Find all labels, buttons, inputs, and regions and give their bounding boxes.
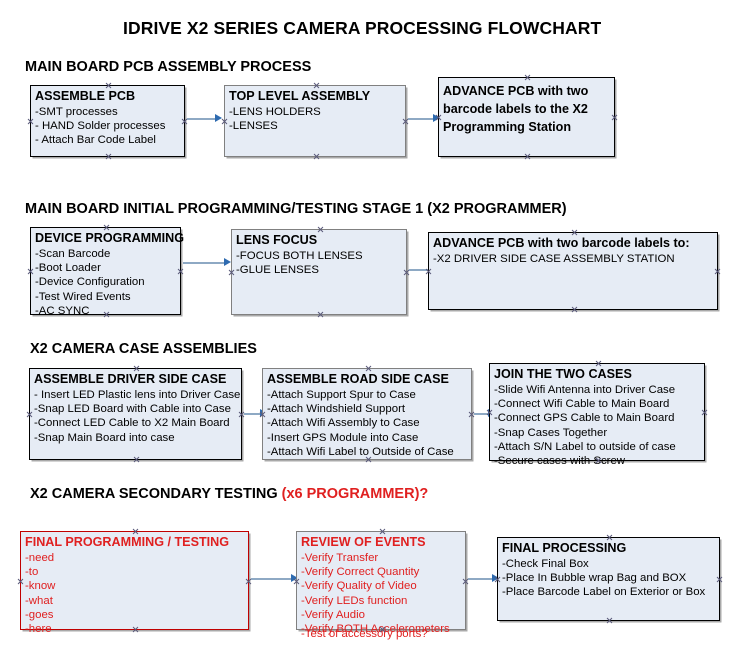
box-line: -Insert GPS Module into Case xyxy=(267,431,419,444)
section-heading-accent: (x6 PROGRAMMER)? xyxy=(281,486,429,502)
box-line: -Connect Wifi Cable to Main Board xyxy=(494,398,670,411)
box-line: -Attach Support Spur to Case xyxy=(267,389,416,401)
box-line: - Attach Bar Code Label xyxy=(35,134,156,147)
flow-box-lens-focus[interactable]: LENS FOCUS -FOCUS BOTH LENSES -GLUE LENS… xyxy=(231,229,407,315)
section-heading-x2-camera-secondary-testing: X2 CAMERA SECONDARY TESTING (x6 PROGRAMM… xyxy=(30,486,428,502)
arrow-top-level-to-advance-pcb xyxy=(408,114,440,123)
box-line: -SMT processes xyxy=(35,106,118,118)
box-line: -Device Configuration xyxy=(35,276,145,289)
box-overflow-line: -Test of accessory ports? xyxy=(301,628,428,640)
box-line: -Snap LED Board with Cable into Case xyxy=(34,403,231,416)
box-line: -Attach Windshield Support xyxy=(267,403,406,416)
box-line: -Verify Audio xyxy=(301,608,365,621)
box-line: -what xyxy=(25,594,53,607)
box-line: -Test Wired Events xyxy=(35,290,131,303)
box-line: -Attach S/N Label to outside of case xyxy=(494,440,676,453)
connection-handle-bottom xyxy=(606,617,613,624)
box-line: -Snap Main Board into case xyxy=(34,431,175,444)
box-heading: ASSEMBLE PCB xyxy=(35,89,136,103)
box-line: -here xyxy=(25,623,52,636)
box-line: -FOCUS BOTH LENSES xyxy=(236,250,363,262)
box-line: -LENSES xyxy=(229,120,278,133)
box-line: -Scan Barcode xyxy=(35,248,111,260)
flow-box-top-level-assembly[interactable]: TOP LEVEL ASSEMBLY -LENS HOLDERS -LENSES xyxy=(224,85,406,157)
connection-handle-bottom xyxy=(105,153,112,160)
arrow-review-of-events-to-final-processing xyxy=(468,574,500,583)
box-line: -GLUE LENSES xyxy=(236,264,319,277)
section-heading-main-board-initial-programming: MAIN BOARD INITIAL PROGRAMMING/TESTING S… xyxy=(25,201,567,217)
box-line: -Verify Transfer xyxy=(301,552,379,564)
box-line: -X2 DRIVER SIDE CASE ASSEMBLY STATION xyxy=(433,253,675,265)
box-line: -need xyxy=(25,552,55,564)
flow-box-assemble-road-side-case[interactable]: ASSEMBLE ROAD SIDE CASE -Attach Support … xyxy=(262,368,472,460)
box-line: -Place Barcode Label on Exterior or Box xyxy=(502,586,706,599)
flow-box-device-programming[interactable]: DEVICE PROGRAMMING -Scan Barcode -Boot L… xyxy=(30,227,185,317)
flow-box-join-the-two-cases[interactable]: JOIN THE TWO CASES -Slide Wifi Antenna i… xyxy=(489,363,705,467)
box-line: -Connect GPS Cable to Main Board xyxy=(494,412,675,425)
connection-handle-bottom xyxy=(571,306,578,313)
section-heading-text: X2 CAMERA SECONDARY TESTING xyxy=(30,486,282,502)
box-heading: ASSEMBLE ROAD SIDE CASE xyxy=(267,372,449,386)
box-heading: ADVANCE PCB with two barcode labels to t… xyxy=(443,84,589,134)
arrow-device-programming-to-lens-focus xyxy=(183,258,233,267)
box-line: - HAND Solder processes xyxy=(35,120,166,133)
section-heading-main-board-pcb-assembly: MAIN BOARD PCB ASSEMBLY PROCESS xyxy=(25,59,312,75)
connection-handle-right xyxy=(714,268,721,275)
box-heading: TOP LEVEL ASSEMBLY xyxy=(229,89,371,103)
box-line: - Insert LED Plastic lens into Driver Ca… xyxy=(34,389,241,401)
box-line: -Verify BOTH Accelerometers xyxy=(301,623,450,636)
box-line: -Verify LEDs function xyxy=(301,594,408,607)
box-line: -LENS HOLDERS xyxy=(229,106,321,118)
flow-box-final-programming-testing[interactable]: FINAL PROGRAMMING / TESTING -need -to -k… xyxy=(20,531,249,635)
connection-handle-bottom xyxy=(313,153,320,160)
box-line: -Slide Wifi Antenna into Driver Case xyxy=(494,384,676,396)
box-line: -Verify Correct Quantity xyxy=(301,566,420,579)
page-title: IDRIVE X2 SERIES CAMERA PROCESSING FLOWC… xyxy=(123,18,602,38)
box-line: -Check Final Box xyxy=(502,558,589,570)
box-heading: LENS FOCUS xyxy=(236,233,318,247)
connection-handle-bottom xyxy=(524,153,531,160)
flow-box-assemble-driver-side-case[interactable]: ASSEMBLE DRIVER SIDE CASE - Insert LED P… xyxy=(29,368,242,460)
box-heading: JOIN THE TWO CASES xyxy=(494,367,632,381)
connection-handle-bottom xyxy=(317,311,324,318)
section-heading-x2-camera-case-assemblies: X2 CAMERA CASE ASSEMBLIES xyxy=(30,341,257,357)
box-line: -Attach Wifi Assembly to Case xyxy=(267,417,420,430)
box-line: -Snap Cases Together xyxy=(494,426,608,439)
box-line: -Verify Quality of Video xyxy=(301,580,417,593)
connection-handle-bottom xyxy=(133,456,140,463)
box-heading: FINAL PROGRAMMING / TESTING xyxy=(25,535,230,549)
box-heading: DEVICE PROGRAMMING xyxy=(35,231,185,245)
flow-box-advance-pcb-driver-side-case[interactable]: ADVANCE PCB with two barcode labels to: … xyxy=(428,232,718,310)
box-line: -Place In Bubble wrap Bag and BOX xyxy=(502,572,687,585)
box-line: -Attach Wifi Label to Outside of Case xyxy=(267,445,454,458)
box-line: -Connect LED Cable to X2 Main Board xyxy=(34,417,230,430)
box-line: -know xyxy=(25,580,56,593)
arrow-assemble-pcb-to-top-level xyxy=(187,114,222,123)
box-heading: REVIEW OF EVENTS xyxy=(301,535,426,549)
flow-box-assemble-pcb[interactable]: ASSEMBLE PCB -SMT processes - HAND Solde… xyxy=(30,85,185,157)
flow-box-review-of-events[interactable]: REVIEW OF EVENTS -Verify Transfer -Verif… xyxy=(296,531,466,640)
box-line: -Boot Loader xyxy=(35,262,101,275)
box-line: -goes xyxy=(25,608,54,621)
arrow-final-programming-to-review-of-events xyxy=(251,574,299,583)
box-line: -AC SYNC xyxy=(35,304,90,317)
flow-box-advance-pcb-programming-station[interactable]: ADVANCE PCB with two barcode labels to t… xyxy=(438,77,615,157)
box-heading: ASSEMBLE DRIVER SIDE CASE xyxy=(34,372,227,386)
box-heading: FINAL PROCESSING xyxy=(502,541,627,555)
box-line: -to xyxy=(25,566,39,579)
flow-box-final-processing[interactable]: FINAL PROCESSING -Check Final Box -Place… xyxy=(497,537,720,621)
box-heading: ADVANCE PCB with two barcode labels to: xyxy=(433,236,690,250)
box-line: -Secure cases with Screw xyxy=(494,455,626,468)
